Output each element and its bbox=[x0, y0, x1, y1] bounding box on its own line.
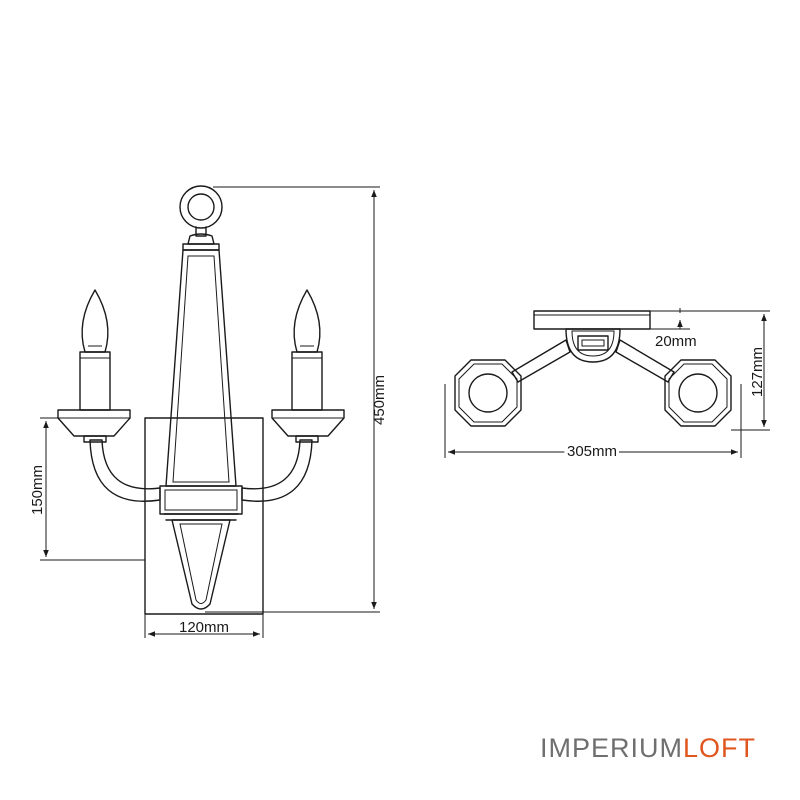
dimension-overall-height: 450mm bbox=[205, 186, 388, 613]
dim-label-projection: 127mm bbox=[749, 347, 766, 397]
hanging-ring bbox=[179, 185, 223, 229]
brand-logo-part2: LOFT bbox=[683, 733, 757, 763]
brand-logo-part1: IMPERIUM bbox=[540, 733, 683, 763]
dim-label-backplate-depth: 20mm bbox=[655, 333, 697, 350]
top-backplate bbox=[533, 310, 651, 330]
lower-finial bbox=[171, 519, 231, 610]
dimension-arm-height: 150mm bbox=[29, 417, 145, 561]
dimension-overall-width: 305mm bbox=[444, 384, 742, 463]
dimension-backplate-depth: 20mm bbox=[650, 308, 697, 350]
brand-logo: IMPERIUMLOFT bbox=[540, 733, 756, 764]
left-bobeche bbox=[57, 409, 131, 437]
dim-label-arm-height: 150mm bbox=[29, 465, 46, 515]
dim-label-overall-height: 450mm bbox=[371, 375, 388, 425]
right-arm bbox=[241, 439, 313, 502]
dim-label-backplate-width: 120mm bbox=[179, 619, 229, 636]
right-candle-sleeve bbox=[291, 351, 323, 411]
top-view: 20mm 127mm 305mm bbox=[444, 308, 770, 463]
dimension-projection: 127mm bbox=[650, 310, 770, 431]
front-view: 450mm 150mm 120mm bbox=[29, 185, 388, 638]
central-column bbox=[165, 249, 237, 487]
top-left-cup bbox=[454, 359, 522, 427]
left-candle-sleeve bbox=[79, 351, 111, 411]
right-bobeche bbox=[271, 409, 345, 437]
right-bulb bbox=[293, 289, 321, 353]
dim-label-overall-width: 305mm bbox=[567, 443, 617, 460]
top-right-arm bbox=[615, 339, 675, 383]
left-bulb bbox=[81, 289, 109, 353]
top-left-arm bbox=[511, 339, 571, 383]
dimension-backplate-width: 120mm bbox=[144, 614, 264, 638]
backplate bbox=[144, 417, 264, 615]
top-right-cup bbox=[664, 359, 732, 427]
left-arm bbox=[89, 439, 161, 502]
